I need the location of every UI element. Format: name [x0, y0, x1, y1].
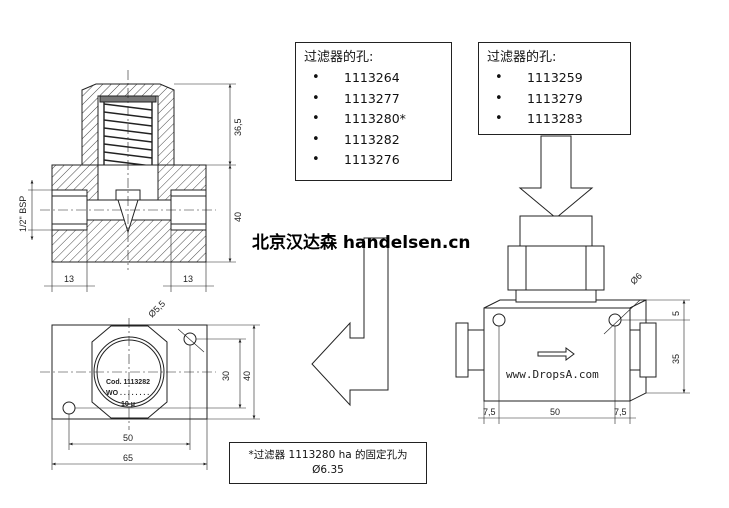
footnote-line1: *过滤器 1113280 ha 的固定孔为: [248, 449, 408, 461]
arrow-down-shape: [518, 135, 594, 219]
filter-holes-note-left: 过滤器的孔: 1113264 1113277 1113280* 1113282 …: [295, 42, 452, 181]
dim-top-hole: Ø5,5: [146, 299, 167, 320]
dim-top-outer-height: 40: [242, 371, 252, 381]
list-item: 1113279: [487, 89, 622, 110]
note-right-list: 1113259 1113279 1113283: [487, 68, 622, 130]
dim-iso-left: 7,5: [483, 407, 496, 417]
dim-iso-hole: Ø6: [628, 271, 644, 287]
list-item: 1113280*: [304, 109, 443, 130]
iso-view: [455, 215, 690, 424]
dim-iso-top: 5: [671, 311, 681, 316]
dim-section-thread: 1/2" BSP: [18, 196, 28, 232]
dim-section-left-port: 13: [64, 274, 74, 284]
list-item: 1113264: [304, 68, 443, 89]
footnote-line2: Ø6.35: [312, 464, 344, 476]
list-item: 1113277: [304, 89, 443, 110]
plate-wo: WO . . . . . . . .: [106, 390, 149, 397]
section-view: [28, 70, 236, 292]
dim-section-body-height: 40: [233, 212, 243, 222]
note-left-list: 1113264 1113277 1113280* 1113282 1113276: [304, 68, 443, 171]
footnote-box: *过滤器 1113280 ha 的固定孔为 Ø6.35: [229, 442, 427, 484]
dim-iso-mid: 50: [550, 407, 560, 417]
list-item: 1113276: [304, 150, 443, 171]
filter-holes-note-right: 过滤器的孔: 1113259 1113279 1113283: [478, 42, 631, 135]
plate-cod: Cod. 1113282: [106, 379, 150, 386]
list-item: 1113283: [487, 109, 622, 130]
dim-iso-right: 7,5: [614, 407, 627, 417]
note-left-title: 过滤器的孔:: [304, 50, 374, 65]
dim-top-inner-width: 50: [123, 433, 133, 443]
dim-section-right-port: 13: [183, 274, 193, 284]
note-right-title: 过滤器的孔:: [487, 50, 557, 65]
dim-top-outer-width: 65: [123, 453, 133, 463]
watermark-text: 北京汉达森 handelsen.cn: [252, 233, 471, 253]
list-item: 1113282: [304, 130, 443, 151]
list-item: 1113259: [487, 68, 622, 89]
top-view: [40, 318, 260, 470]
dim-section-cap-height: 36,5: [233, 118, 243, 136]
plate-micron: 10 μ: [121, 401, 135, 408]
dim-top-inner-height: 30: [221, 371, 231, 381]
dim-iso-height: 35: [671, 354, 681, 364]
brand-label: www.DropsA.com: [506, 368, 599, 381]
arrow-left-shape: [311, 237, 389, 407]
